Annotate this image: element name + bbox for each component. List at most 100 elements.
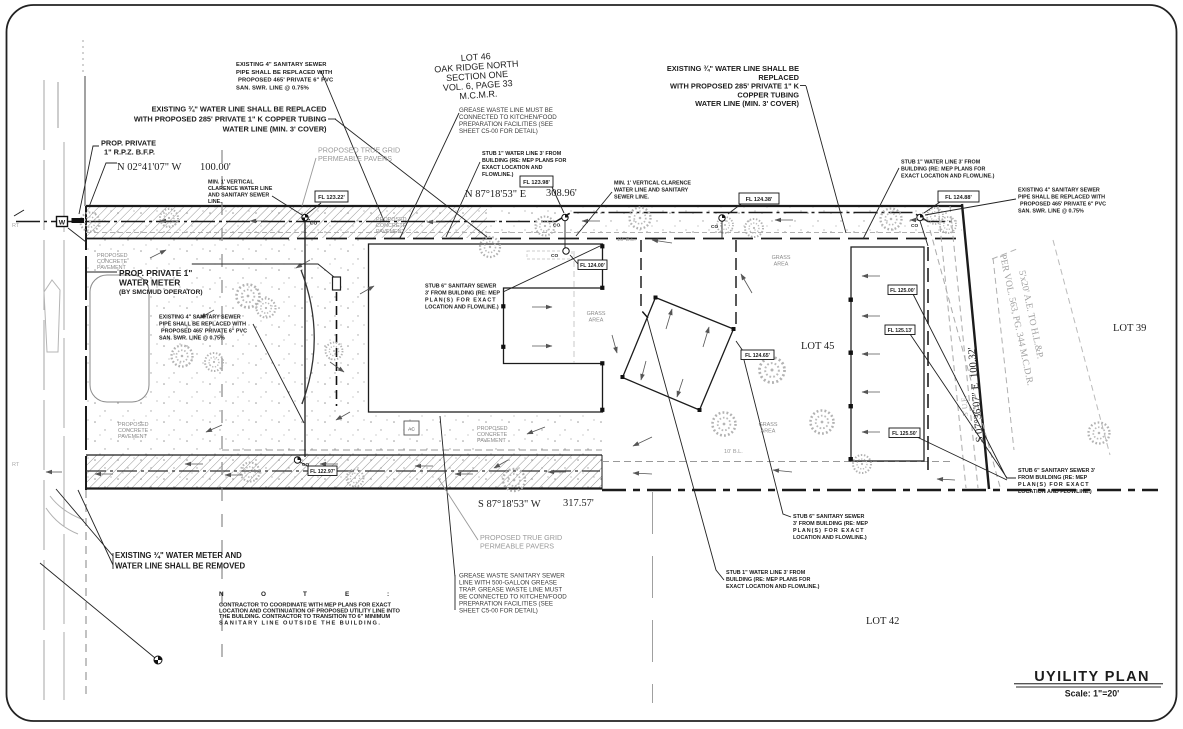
svg-text:N 02°41'07" W: N 02°41'07" W (117, 162, 182, 173)
svg-text:REPLACED: REPLACED (758, 73, 799, 82)
svg-text:TRAP. GREASE WASTE LINE MUST: TRAP. GREASE WASTE LINE MUST (459, 587, 562, 594)
svg-text:COPPER TUBING: COPPER TUBING (737, 90, 799, 99)
svg-text:BUILDING (RE: MEP PLANS FOR: BUILDING (RE: MEP PLANS FOR (482, 158, 566, 164)
svg-text:E: E (345, 591, 350, 598)
svg-text:RT: RT (12, 223, 20, 229)
svg-text:SAN. SWR. LINE @ 0.75%: SAN. SWR. LINE @ 0.75% (1018, 209, 1084, 215)
svg-text:1" R.P.Z. B.F.P.: 1" R.P.Z. B.F.P. (104, 148, 155, 157)
svg-text:STUB 6" SANITARY SEWER: STUB 6" SANITARY SEWER (793, 514, 864, 520)
svg-text:MIN. 1' VERTICAL: MIN. 1' VERTICAL (208, 180, 254, 186)
svg-text:PERMEABLE PAVERS: PERMEABLE PAVERS (318, 154, 392, 163)
svg-text:EXISTING ¾" WATER METER AND: EXISTING ¾" WATER METER AND (115, 551, 242, 560)
svg-text:CONCRETE: CONCRETE (376, 223, 407, 229)
svg-text:PREPARATION FACILITIES (SEE: PREPARATION FACILITIES (SEE (459, 121, 553, 128)
svg-text:LOT 45: LOT 45 (801, 341, 834, 352)
svg-text:PROPOSED: PROPOSED (97, 253, 128, 259)
svg-text:FL 125.13': FL 125.13' (888, 328, 913, 334)
svg-text:LOCATION AND FLOWLINE.): LOCATION AND FLOWLINE.) (1018, 489, 1092, 495)
svg-text:GRASS: GRASS (759, 422, 778, 428)
svg-text:CONCRETE: CONCRETE (477, 432, 508, 438)
svg-text:PIPE SHALL BE REPLACED WITH: PIPE SHALL BE REPLACED WITH (236, 70, 332, 76)
svg-text:THE BUILDING. CONTRACTOR TO TR: THE BUILDING. CONTRACTOR TO TRANSITION T… (219, 614, 390, 620)
svg-text:VOL. 6, PAGE 33: VOL. 6, PAGE 33 (443, 78, 513, 93)
svg-text:GREASE WASTE LINE MUST BE: GREASE WASTE LINE MUST BE (459, 107, 553, 114)
svg-text:10' B.L.: 10' B.L. (724, 449, 743, 455)
svg-text:SECTION ONE: SECTION ONE (446, 69, 509, 83)
svg-text:STUB 6" SANITARY SEWER: STUB 6" SANITARY SEWER (425, 284, 496, 290)
svg-text:EXISTING ¾" WATER LINE SHALL B: EXISTING ¾" WATER LINE SHALL BE (667, 64, 799, 73)
svg-text:PLAN(S) FOR EXACT: PLAN(S) FOR EXACT (793, 528, 865, 534)
svg-text:W: W (59, 220, 66, 227)
svg-text:PAVEMENT: PAVEMENT (97, 265, 127, 271)
svg-text:STUB 1" WATER LINE 3' FROM: STUB 1" WATER LINE 3' FROM (901, 160, 981, 166)
svg-text:CONTRACTOR TO COORDINATE WITH: CONTRACTOR TO COORDINATE WITH MEP PLANS … (219, 603, 391, 609)
svg-text:10' B.L.: 10' B.L. (617, 237, 636, 243)
svg-text:Scale: 1"=20': Scale: 1"=20' (1065, 689, 1119, 699)
svg-text:BUILDING (RE: MEP PLANS FOR: BUILDING (RE: MEP PLANS FOR (726, 577, 810, 583)
svg-text:CO: CO (711, 224, 718, 230)
svg-text:5' U.E.: 5' U.E. (959, 395, 970, 417)
svg-text:M.C.M.R.: M.C.M.R. (459, 89, 498, 102)
svg-text:S 87°18'53" W: S 87°18'53" W (478, 499, 541, 510)
svg-text:PIPE SHALL BE REPLACED WITH: PIPE SHALL BE REPLACED WITH (159, 322, 246, 328)
svg-text:AND SANITARY SEWER: AND SANITARY SEWER (208, 193, 269, 199)
svg-text:N: N (219, 591, 224, 598)
svg-text:EXACT LOCATION AND FLOWLINE.): EXACT LOCATION AND FLOWLINE.) (901, 174, 995, 180)
svg-text:SHEET C5-00 FOR DETAIL): SHEET C5-00 FOR DETAIL) (459, 128, 538, 135)
svg-text:AREA: AREA (774, 262, 789, 268)
svg-text:AREA: AREA (589, 318, 604, 324)
svg-text:FL 124.00': FL 124.00' (580, 263, 605, 269)
svg-text::: : (387, 591, 389, 598)
svg-text:WITH PROPOSED 285' PRIVATE 1": WITH PROPOSED 285' PRIVATE 1" K COPPER T… (134, 115, 327, 124)
svg-text:WATER LINE (MIN. 3' COVER): WATER LINE (MIN. 3' COVER) (223, 125, 327, 134)
svg-text:PLAN(S) FOR EXACT: PLAN(S) FOR EXACT (1018, 482, 1090, 488)
svg-text:100.00': 100.00' (200, 162, 231, 173)
svg-text:PROPOSED 465' PRIVATE 6" PVC: PROPOSED 465' PRIVATE 6" PVC (161, 329, 247, 335)
svg-text:CONCRETE: CONCRETE (118, 428, 149, 434)
svg-text:STUB 1" WATER LINE 3' FROM: STUB 1" WATER LINE 3' FROM (726, 570, 806, 576)
svg-text:PROPOSED TRUE GRID: PROPOSED TRUE GRID (318, 146, 400, 155)
svg-text:EXISTING 4" SANITARY SEWER: EXISTING 4" SANITARY SEWER (1018, 188, 1100, 194)
svg-text:WITH PROPOSED 285' PRIVATE 1": WITH PROPOSED 285' PRIVATE 1" K (670, 82, 800, 91)
svg-text:PAVEMENT: PAVEMENT (118, 434, 148, 440)
svg-text:GRASS: GRASS (772, 255, 791, 261)
svg-text:O: O (261, 591, 266, 598)
svg-text:MIN. 1' VERTICAL CLARENCE: MIN. 1' VERTICAL CLARENCE (614, 181, 691, 187)
svg-text:LOCATION AND CONTINUATION OF P: LOCATION AND CONTINUATION OF PROPOSED UT… (219, 608, 400, 614)
svg-text:LOCATION AND FLOWLINE.): LOCATION AND FLOWLINE.) (425, 305, 499, 311)
svg-text:FL 124.38': FL 124.38' (746, 197, 773, 203)
svg-text:SAN. SWR. LINE @ 0.75%: SAN. SWR. LINE @ 0.75% (159, 336, 225, 342)
svg-text:PROP. PRIVATE 1": PROP. PRIVATE 1" (119, 268, 192, 278)
svg-text:CO: CO (551, 253, 558, 259)
svg-text:WATER METER: WATER METER (119, 278, 180, 288)
svg-text:LOT 46: LOT 46 (461, 51, 491, 63)
svg-text:RT: RT (12, 462, 20, 468)
svg-text:BUILDING (RE: MEP PLANS FOR: BUILDING (RE: MEP PLANS FOR (901, 167, 985, 173)
svg-text:PROPOSED: PROPOSED (477, 426, 508, 432)
svg-text:(BY SMCMUD OPERATOR): (BY SMCMUD OPERATOR) (119, 289, 203, 296)
svg-text:3' FROM BUILDING (RE: MEP: 3' FROM BUILDING (RE: MEP (425, 291, 500, 297)
svg-text:FL 123.98': FL 123.98' (523, 180, 550, 186)
svg-text:SEWER LINE.: SEWER LINE. (614, 195, 650, 201)
svg-text:CO: CO (553, 223, 560, 229)
svg-text:PAVEMENT: PAVEMENT (376, 229, 406, 235)
svg-text:FL 124.88': FL 124.88' (945, 195, 972, 201)
svg-text:CO: CO (310, 221, 317, 227)
svg-text:LOT 39: LOT 39 (1113, 323, 1146, 334)
svg-text:SHEET C5-00 FOR DETAIL): SHEET C5-00 FOR DETAIL) (459, 608, 538, 615)
svg-text:PROPOSED TRUE GRID: PROPOSED TRUE GRID (480, 533, 562, 542)
svg-text:PROPOSED: PROPOSED (118, 422, 149, 428)
svg-text:SAN. SWR. LINE @ 0.75%: SAN. SWR. LINE @ 0.75% (236, 85, 309, 91)
svg-text:LINE WITH 500-GALLON GREASE: LINE WITH 500-GALLON GREASE (459, 580, 557, 587)
svg-text:CONNECTED TO KITCHEN/FOOD: CONNECTED TO KITCHEN/FOOD (459, 114, 557, 121)
svg-text:FL 125.00': FL 125.00' (890, 288, 915, 294)
svg-text:CO: CO (302, 462, 309, 468)
svg-text:LINE.: LINE. (208, 199, 222, 205)
svg-text:WATER LINE (MIN. 3' COVER): WATER LINE (MIN. 3' COVER) (695, 99, 799, 108)
svg-text:3' FROM BUILDING (RE: MEP: 3' FROM BUILDING (RE: MEP (793, 521, 868, 527)
svg-text:EXISTING ¾" WATER LINE SHALL B: EXISTING ¾" WATER LINE SHALL BE REPLACED (152, 105, 328, 114)
svg-text:SANITARY LINE OUTSIDE THE BUIL: SANITARY LINE OUTSIDE THE BUILDING. (219, 621, 381, 627)
svg-text:FLOWLINE.): FLOWLINE.) (482, 172, 514, 178)
svg-text:LOT 42: LOT 42 (866, 616, 899, 627)
svg-text:PREPARATION FACILITIES (SEE: PREPARATION FACILITIES (SEE (459, 601, 553, 608)
